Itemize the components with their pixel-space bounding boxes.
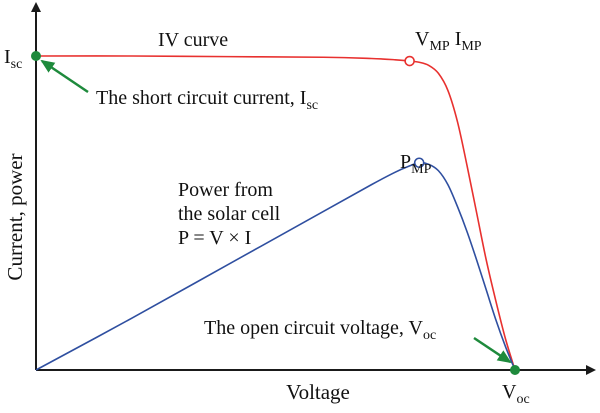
pmp-label: PMP bbox=[400, 151, 432, 177]
vmp-imp-point bbox=[404, 55, 415, 67]
isc-point bbox=[31, 51, 41, 61]
power-label-line-3: P = V × I bbox=[178, 227, 251, 249]
isc-note: The short circuit current, Isc bbox=[96, 87, 318, 113]
y-tick-isc: Isc bbox=[4, 46, 22, 72]
iv-curve-line bbox=[35, 55, 516, 371]
pmp-point bbox=[413, 157, 425, 169]
power-label-line-1: Power from bbox=[178, 179, 273, 201]
x-tick-voc: Voc bbox=[502, 381, 530, 407]
power-label-line-2: the solar cell bbox=[178, 203, 281, 225]
vmp-imp-label: VMP IMP bbox=[415, 28, 482, 54]
power-curve-line bbox=[35, 161, 516, 371]
x-axis-label: Voltage bbox=[286, 380, 350, 404]
y-axis-label: Current, power bbox=[3, 153, 27, 280]
voc-annotation-arrow bbox=[473, 336, 512, 364]
isc-annotation-arrow bbox=[40, 59, 89, 94]
iv-curve-label: IV curve bbox=[158, 29, 228, 51]
voc-point bbox=[510, 365, 520, 375]
voc-note: The open circuit voltage, Voc bbox=[204, 317, 436, 343]
